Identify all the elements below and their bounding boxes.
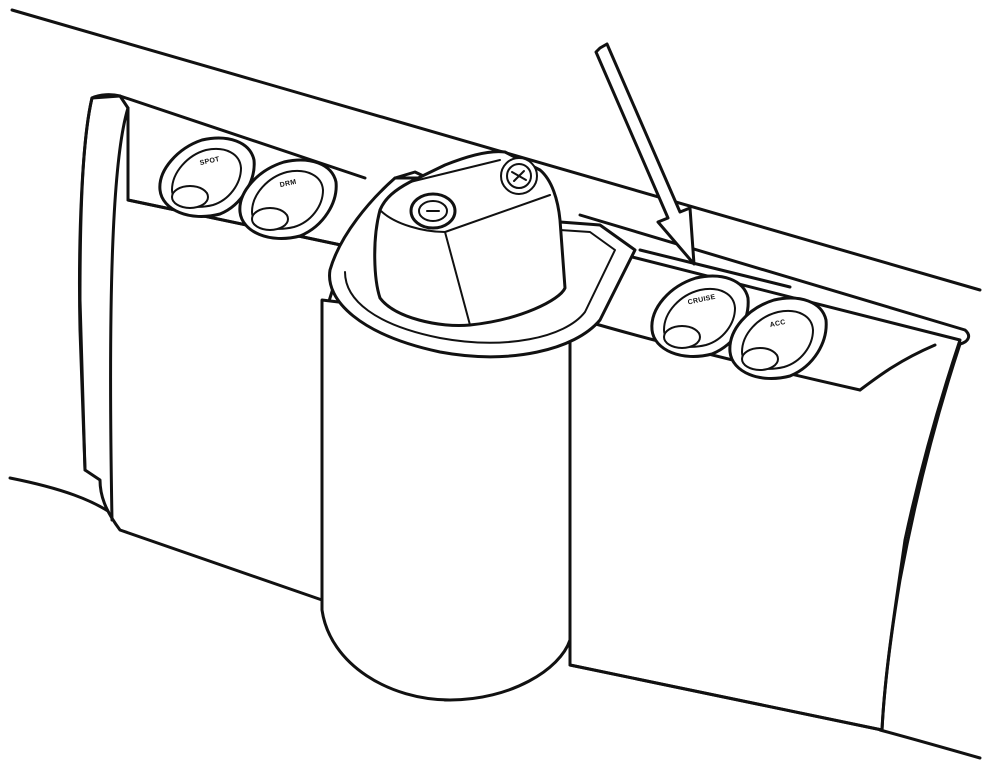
spot-switch[interactable]: SPOT bbox=[158, 136, 256, 218]
drm-switch[interactable]: DRM bbox=[238, 158, 338, 240]
ignition-key-head bbox=[373, 150, 567, 327]
spot-switch-label: SPOT bbox=[199, 156, 221, 167]
callout-arrow-icon bbox=[594, 42, 696, 266]
ignition-key-icon bbox=[409, 192, 457, 230]
right-panel bbox=[563, 213, 971, 732]
acc-switch[interactable]: ACC bbox=[728, 296, 828, 380]
drm-switch-label: DRM bbox=[279, 179, 297, 189]
acc-switch-label: ACC bbox=[769, 319, 786, 329]
cruise-switch[interactable]: CRUISE bbox=[650, 274, 750, 358]
round-emblem-icon bbox=[500, 157, 538, 195]
